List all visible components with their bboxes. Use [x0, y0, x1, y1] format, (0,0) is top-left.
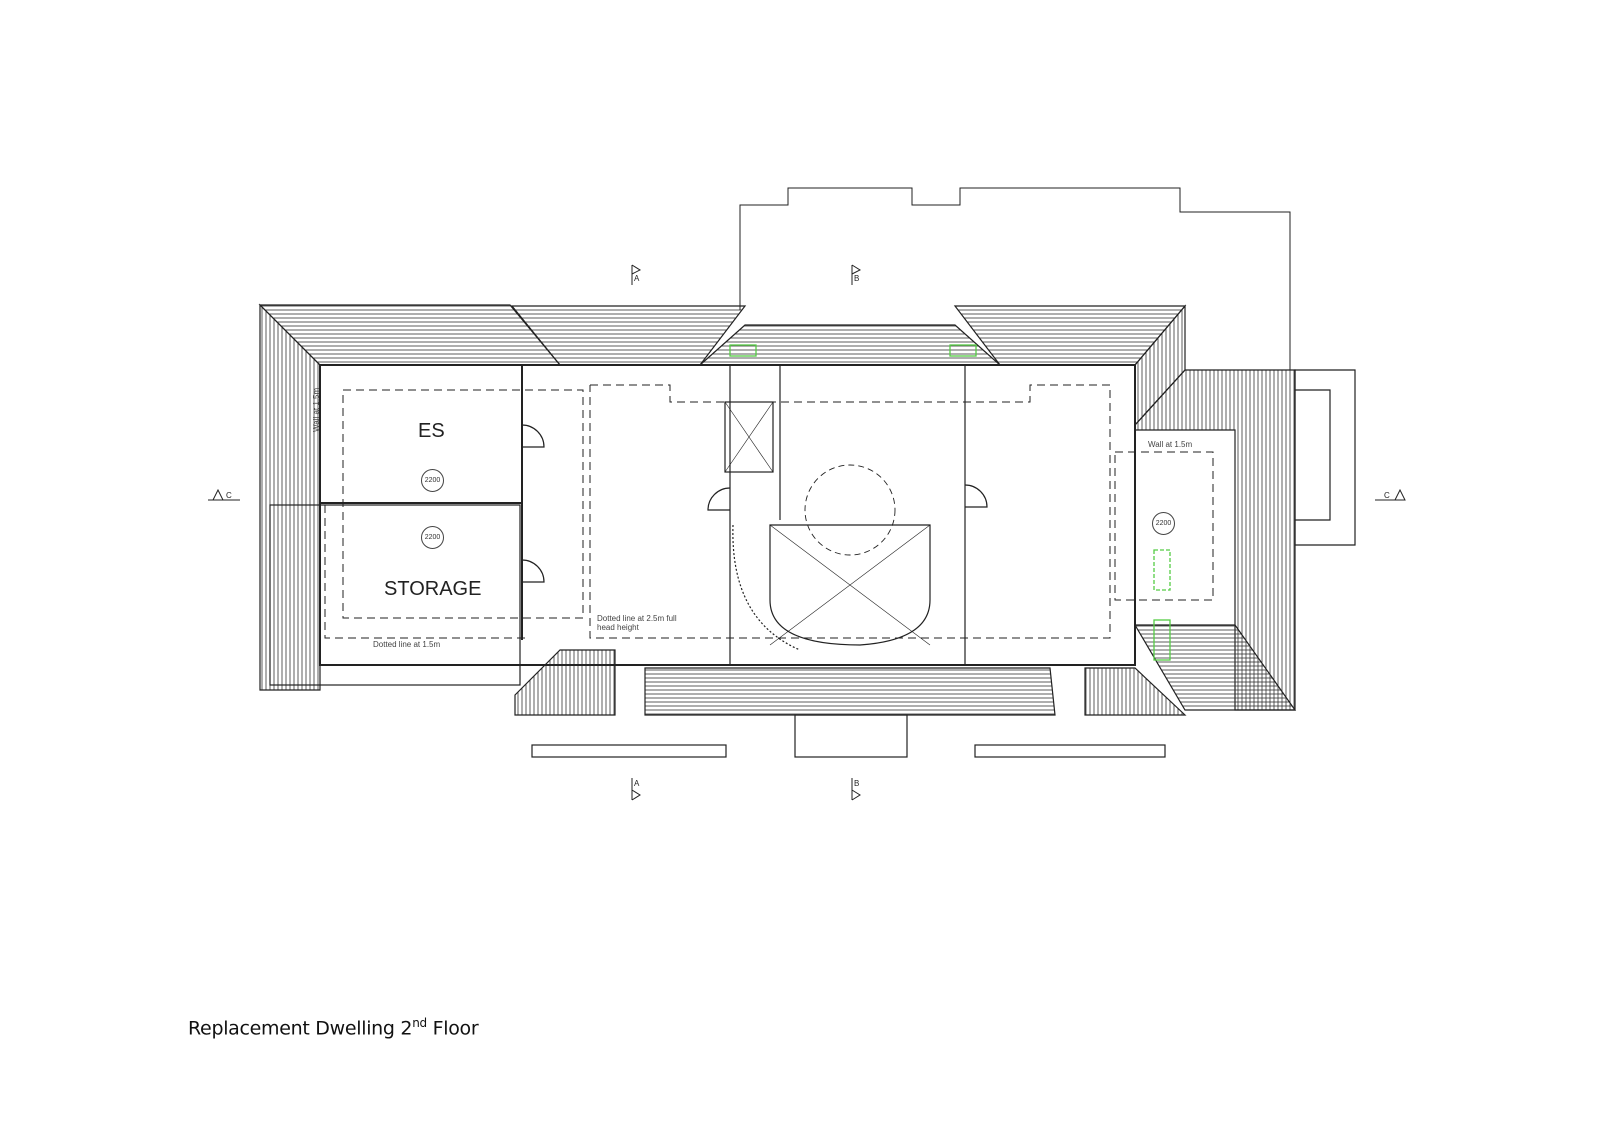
roof-bottom-right	[1084, 667, 1187, 716]
note-wall-right: Wall at 1.5m	[1148, 440, 1193, 449]
note-dotted-mid-1: Dotted line at 2.5m full	[597, 614, 677, 623]
section-label-a-bottom: A	[634, 779, 640, 788]
section-label-c-right: C	[1384, 491, 1390, 500]
roof-bottom-mid	[644, 667, 1056, 716]
section-label-b-bottom: B	[854, 779, 860, 788]
stair-void	[769, 524, 931, 646]
caption-superscript: nd	[412, 1016, 427, 1030]
right-bay	[1294, 369, 1356, 546]
note-wall-left: Wall at 1.5m	[312, 387, 321, 432]
section-label-a-top: A	[634, 274, 640, 283]
rooflights	[729, 344, 1171, 661]
roof-right-bottom	[1133, 624, 1297, 711]
roof-lantern	[804, 464, 896, 556]
section-label-c-left: C	[226, 491, 232, 500]
room-label-storage: STORAGE	[384, 578, 482, 600]
drawing-caption: Replacement Dwelling 2nd Floor	[188, 1016, 479, 1040]
height-tag: 2200	[421, 526, 444, 549]
roof-bottom-left	[514, 649, 616, 716]
section-markers	[208, 264, 1406, 801]
roof-left-vertical	[259, 303, 321, 691]
note-dotted-left: Dotted line at 1.5m	[373, 640, 441, 649]
note-dotted-mid-2: head height	[597, 623, 639, 632]
height-tag: 2200	[1152, 512, 1175, 535]
storage-flat-roof	[269, 504, 521, 686]
room-label-es: ES	[418, 420, 445, 442]
caption-text: Replacement Dwelling 2	[188, 1017, 413, 1040]
main-walls	[319, 364, 1136, 666]
section-label-b-top: B	[854, 274, 860, 283]
height-tag: 2200	[421, 469, 444, 492]
upper-outline	[739, 187, 1291, 370]
caption-tail: Floor	[426, 1017, 479, 1040]
